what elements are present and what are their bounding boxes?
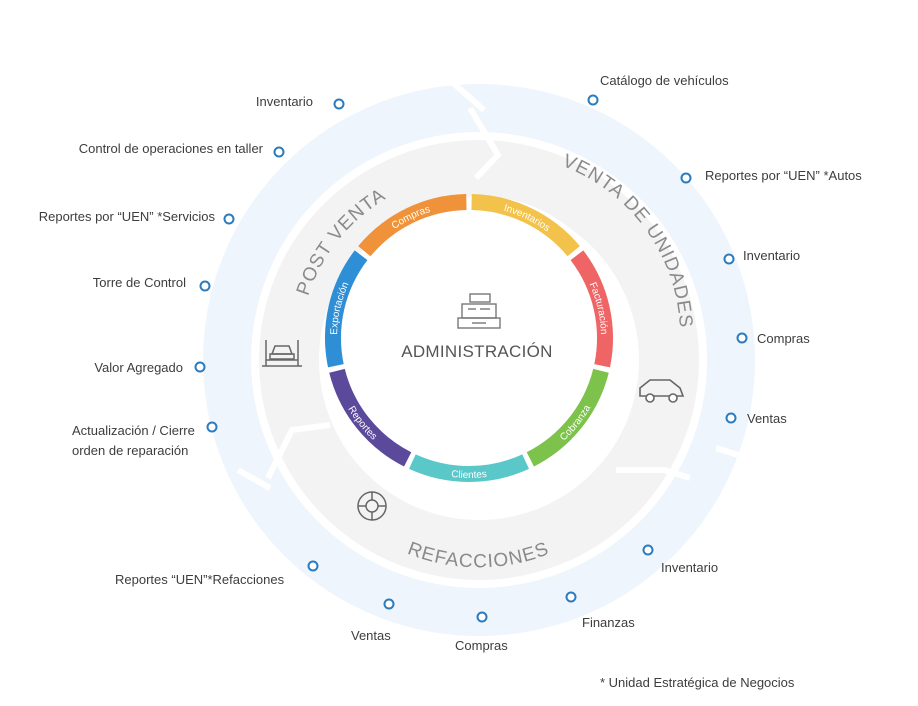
sector-separator <box>616 467 691 481</box>
module-segment <box>526 368 609 467</box>
bottom-item-compras: Compras <box>455 638 508 653</box>
center-title: ADMINISTRACIÓN <box>401 342 553 361</box>
marker-dot <box>565 591 577 603</box>
marker-dot <box>206 421 218 433</box>
bottom-item-inventario: Inventario <box>661 560 719 575</box>
module-segment <box>325 250 368 368</box>
bottom-item-finanzas: Finanzas <box>582 615 635 630</box>
marker-dot <box>194 361 206 373</box>
right-item-ventas: Ventas <box>747 411 787 426</box>
right-item-catalogo: Catálogo de vehículos <box>600 73 729 88</box>
cash-register-icon <box>457 293 501 329</box>
marker-dot <box>680 172 692 184</box>
module-segment <box>329 368 412 467</box>
marker-dot <box>723 253 735 265</box>
marker-dot <box>476 611 488 623</box>
marker-dot <box>273 146 285 158</box>
module-label: Clientes <box>451 469 488 481</box>
marker-dot <box>642 544 654 556</box>
outer-ring-separator <box>236 467 272 491</box>
module-segment <box>471 194 580 257</box>
left-item-reportes-servicios: Reportes por “UEN” *Servicios <box>38 209 215 224</box>
outer-ring-separator <box>715 445 755 463</box>
marker-dot <box>199 280 211 292</box>
center-disc <box>335 196 623 484</box>
tire-icon <box>357 491 387 521</box>
car-icon <box>639 379 685 403</box>
left-item-actualizacion-cierre: Actualización / Cierre orden de reparaci… <box>72 423 195 458</box>
marker-dot <box>333 98 345 110</box>
marker-dot <box>383 598 395 610</box>
marker-dot <box>736 332 748 344</box>
bottom-item-ventas: Ventas <box>351 628 391 643</box>
left-item-control-operaciones: Control de operaciones en taller <box>78 141 263 156</box>
right-item-compras: Compras <box>757 331 810 346</box>
right-item-inventario: Inventario <box>743 248 801 263</box>
bottom-item-reportes-refacciones: Reportes “UEN”*Refacciones <box>115 572 285 587</box>
outer-ring-separator <box>450 79 486 113</box>
car-lift-icon <box>262 340 302 367</box>
marker-dot <box>223 213 235 225</box>
sector-separator <box>467 106 502 181</box>
left-item-inventario: Inventario <box>255 94 313 109</box>
marker-dot <box>307 560 319 572</box>
module-segment <box>570 250 613 368</box>
marker-dot <box>725 412 737 424</box>
left-item-valor-agregado: Valor Agregado <box>94 360 183 375</box>
sector-separator <box>265 422 331 480</box>
footnote: * Unidad Estratégica de Negocios <box>600 675 795 690</box>
module-segment <box>358 194 467 257</box>
marker-dot <box>587 94 599 106</box>
left-item-torre-control: Torre de Control <box>92 275 186 290</box>
right-item-reportes-autos: Reportes por “UEN” *Autos <box>705 168 862 183</box>
module-segment <box>409 454 529 482</box>
item-markers <box>194 94 748 623</box>
